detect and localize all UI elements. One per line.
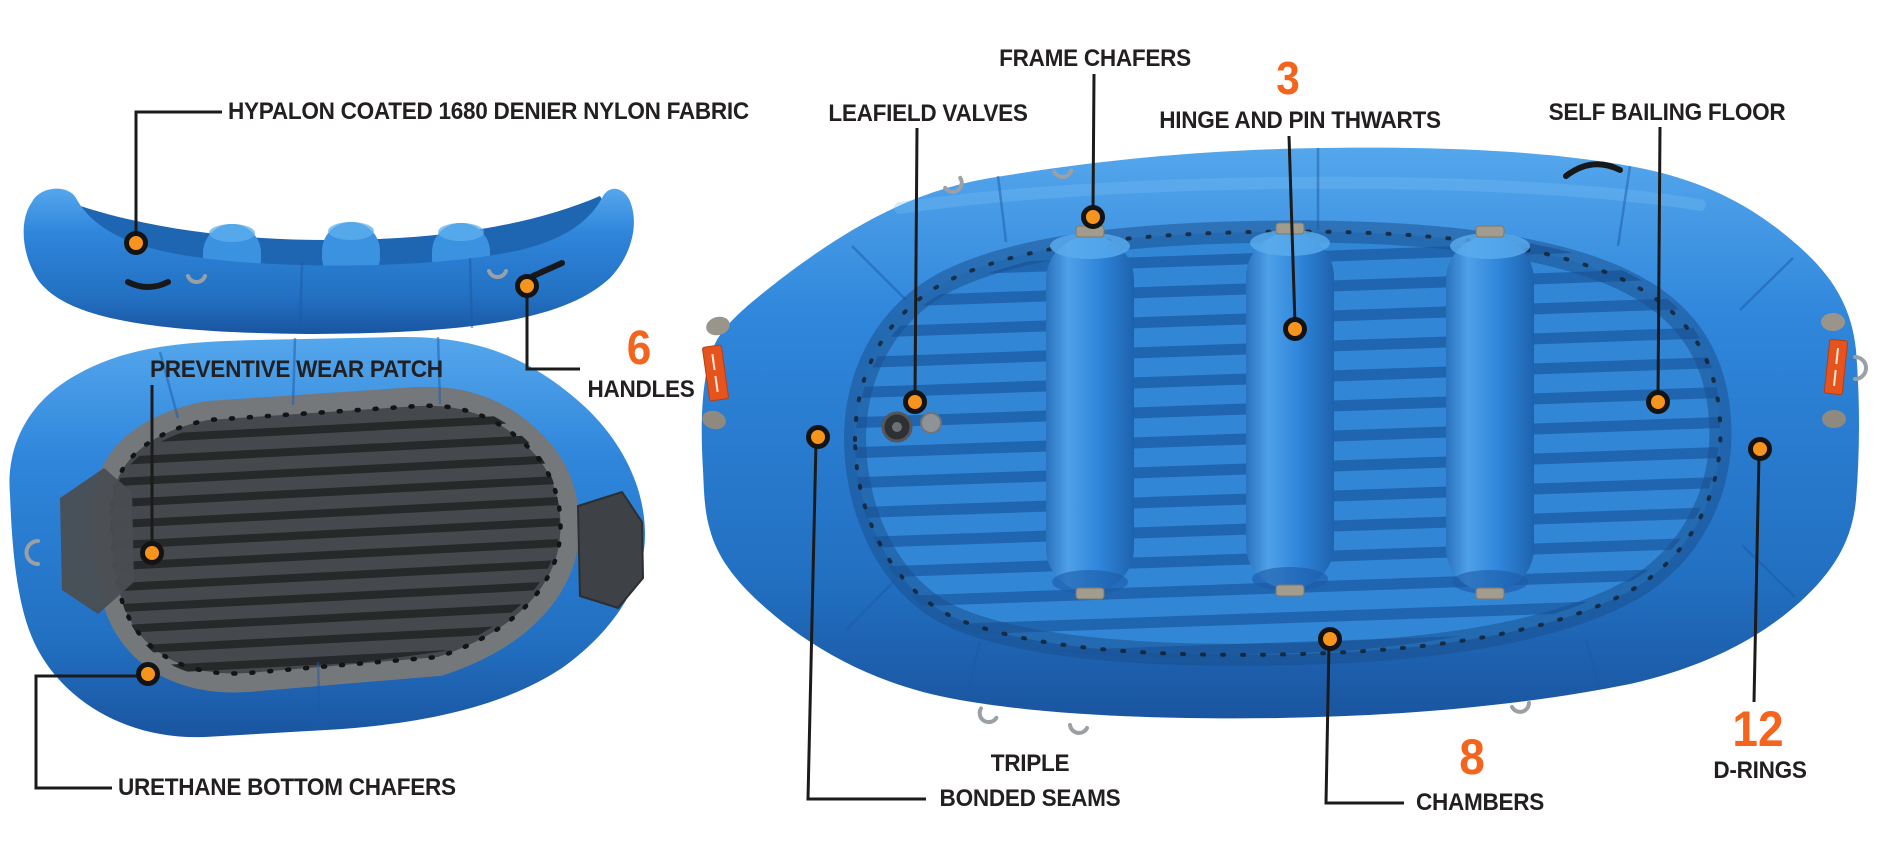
bottom-raft-seam (316, 661, 322, 731)
floor-lacing-dots (852, 229, 1723, 657)
callout-label-bottom-chafers: URETHANE BOTTOM CHAFERS (118, 774, 456, 801)
handle-icon (530, 260, 565, 279)
thwart (1046, 225, 1134, 600)
valves-leader-line (913, 127, 919, 398)
callout-count-handles: 6 (626, 322, 652, 375)
tube-seam (851, 245, 907, 301)
bottom-chafers-leader-line (34, 674, 142, 790)
frame-chafers-leader-line (1091, 73, 1096, 213)
bottom-view-raft (9, 336, 646, 738)
handle-icon (125, 279, 171, 290)
side-raft-front-tube (23, 188, 634, 334)
bottom-chafers-marker-dot (136, 662, 160, 686)
tube-seam (1584, 639, 1602, 689)
valve-icon (881, 411, 942, 443)
bottom-raft-seam (291, 337, 297, 406)
handle-icon (1563, 161, 1623, 179)
tube-seam (1739, 257, 1794, 311)
callout-lines (34, 73, 1772, 805)
brand-patch (1823, 338, 1849, 396)
thwart (1246, 222, 1334, 597)
tube-seam (963, 641, 982, 701)
seams-marker-dot (806, 425, 830, 449)
patch-plate (1821, 313, 1845, 331)
d-ring-icon (1068, 723, 1089, 735)
bottom-raft-seam (158, 351, 180, 419)
callout-label-valves: LEAFIELD VALVES (828, 100, 1028, 127)
callout-label-chambers: CHAMBERS (1415, 789, 1545, 816)
thwarts-leader-line (1287, 135, 1297, 325)
d-ring-icon (24, 539, 40, 566)
callout-label-seams-line1: TRIPLE (990, 750, 1070, 777)
tube-seam (845, 574, 901, 631)
callout-label-thwarts: HINGE AND PIN THWARTS (1159, 107, 1441, 134)
wear-patch-marker-dot (140, 541, 164, 565)
patch-plate (1822, 410, 1846, 428)
callout-count-chambers: 8 (1459, 729, 1485, 785)
d-ring-icon (1510, 701, 1531, 714)
callout-label-fabric: HYPALON COATED 1680 DENIER NYLON FABRIC (228, 98, 749, 125)
callout-count-thwarts: 3 (1276, 52, 1300, 104)
wear-patch-area (60, 468, 134, 614)
side-view-raft (23, 188, 634, 334)
frame-chafers-marker-dot (1081, 205, 1105, 229)
d-ring-icon (186, 274, 207, 284)
callout-label-frame-chafers: FRAME CHAFERS (999, 45, 1191, 72)
d-ring-icon (1853, 355, 1868, 381)
tube-seam (996, 175, 1008, 243)
callout-count-d-rings: 12 (1732, 701, 1784, 757)
callout-label-d-rings: D-RINGS (1713, 757, 1807, 784)
top-tube-highlight (894, 176, 1706, 214)
patch-plate (702, 410, 726, 430)
brand-patch (702, 344, 729, 402)
chambers-leader-line (1324, 643, 1404, 805)
d-ring-icon (977, 706, 999, 725)
thwart (1446, 225, 1534, 600)
d-ring-icon (943, 175, 964, 194)
callout-label-handles: HANDLES (587, 376, 695, 403)
valves-marker-dot (903, 390, 927, 414)
self-bailing-marker-dot (1646, 390, 1670, 414)
callout-label-seams-line2: BONDED SEAMS (939, 785, 1121, 812)
d-ring-icon (487, 269, 508, 279)
handles-leader-line (525, 291, 580, 371)
self-bailing-leader-line (1656, 126, 1662, 398)
tube-seam (1741, 544, 1796, 598)
bottom-raft-seam (436, 336, 442, 405)
handles-marker-dot (515, 274, 539, 298)
d-rings-marker-dot (1748, 437, 1772, 461)
seams-leader-line (806, 441, 926, 801)
side-raft-seam (468, 257, 474, 329)
tube-seam (1616, 165, 1632, 247)
callout-label-self-bailing-floor: SELF BAILING FLOOR (1548, 99, 1786, 126)
bottom-floor-ribs (104, 411, 568, 677)
d-ring-icon (1052, 168, 1074, 179)
thwarts-marker-dot (1283, 317, 1307, 341)
fabric-marker-dot (124, 231, 148, 255)
callout-label-wear-patch: PREVENTIVE WEAR PATCH (150, 356, 443, 383)
d-rings-leader-line (1752, 453, 1761, 703)
side-raft-seam (298, 261, 304, 333)
patch-plate (706, 316, 730, 336)
chambers-marker-dot (1318, 627, 1342, 651)
top-view-raft (701, 147, 1868, 735)
end-wear-patch (576, 490, 645, 610)
fabric-leader-line (134, 110, 222, 237)
